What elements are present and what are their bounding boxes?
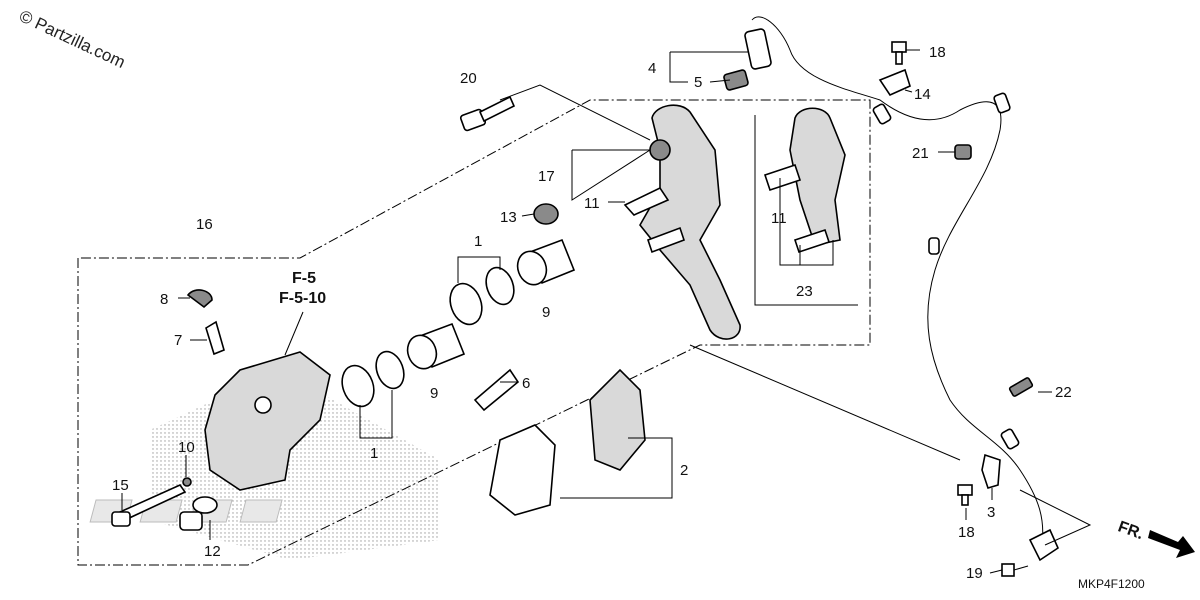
reference-line2: F-5-10 (279, 290, 326, 307)
caliper-bracket-part-17 (639, 104, 741, 340)
pad-spring-part-11-inset (763, 163, 802, 192)
callout-6: 6 (522, 375, 530, 392)
reference-line1: F-5 (292, 270, 316, 287)
bolt-part-18-top (891, 41, 907, 65)
abs-sensor-wire (751, 16, 1044, 546)
boot-part-13 (533, 203, 559, 225)
wire-grommet (993, 92, 1011, 114)
wire-connector-part (744, 28, 772, 70)
callout-10: 10 (178, 439, 195, 456)
bolt-part-19 (1001, 563, 1029, 577)
diagram-code: MKP4F1200 (1078, 577, 1145, 591)
callout-18: 18 (929, 44, 946, 61)
callout-1-lower: 1 (370, 445, 378, 462)
callout-9: 9 (542, 304, 550, 321)
direction-label: FR. (1116, 518, 1146, 543)
callout-2: 2 (680, 462, 688, 479)
pad-pin-head (111, 511, 131, 527)
abs-sensor-head (1028, 528, 1060, 562)
clamp-part-14 (878, 68, 911, 97)
pad-spring-part-11 (623, 186, 670, 216)
callout-5: 5 (694, 74, 702, 91)
callout-1: 1 (474, 233, 482, 250)
clip-part-21 (954, 144, 972, 160)
front-direction-arrow: FR. (1116, 518, 1195, 558)
piston-seal-outer-lower (341, 364, 375, 408)
callout-3: 3 (987, 504, 995, 521)
callout-12: 12 (204, 543, 221, 560)
callout-19: 19 (966, 565, 983, 582)
callout-11: 11 (584, 195, 600, 212)
bolt-part-18-bottom (957, 484, 973, 506)
callout-17: 17 (538, 168, 555, 185)
wire-grommet (928, 237, 940, 255)
callout-13: 13 (500, 209, 517, 226)
callout-11-inset: 11 (771, 210, 787, 227)
group-frame-bracket (754, 115, 858, 306)
callout-20: 20 (460, 70, 477, 87)
piston-seal-inner-lower (375, 350, 405, 390)
group-frame-caliper (77, 99, 871, 566)
piston-seal-outer (449, 282, 483, 326)
brake-pad-part-2-front (589, 368, 646, 471)
bracket-boot (649, 139, 671, 161)
pad-retainer-part-6 (473, 368, 520, 412)
piston-part-9-top (516, 238, 576, 286)
callout-18-lower: 18 (958, 524, 975, 541)
caliper-port (254, 396, 272, 414)
callout-21: 21 (912, 145, 929, 162)
callout-9-lower: 9 (430, 385, 438, 402)
piston-seal-inner (485, 266, 515, 306)
callout-14: 14 (914, 86, 931, 103)
leader-lines (121, 49, 1092, 574)
stay-part-3 (981, 453, 1001, 489)
o-ring-part-10 (182, 477, 192, 487)
watermark: © Partzilla.com (16, 6, 128, 72)
piston-part-9-bottom (406, 322, 466, 370)
caliper-body (204, 351, 331, 491)
bracket-pin-23 (793, 228, 831, 254)
bracket-slide-pin (646, 226, 686, 254)
wire-grommet (1000, 428, 1020, 450)
brake-pad-part-2-back (489, 424, 556, 516)
callout-15: 15 (112, 477, 129, 494)
callout-7: 7 (174, 332, 182, 349)
pin-plug-part-12 (179, 496, 218, 531)
bolt-part-20 (459, 95, 516, 132)
clip-part-22 (1008, 377, 1034, 397)
bleeder-cap-part-8 (186, 289, 213, 309)
bleeder-valve-part-7 (205, 320, 225, 356)
wire-grommet (872, 103, 892, 125)
callout-16: 16 (196, 216, 213, 233)
callout-4: 4 (648, 60, 656, 77)
callout-labels: 4 5 18 14 20 21 17 11 11 13 16 1 9 23 8 … (112, 44, 1072, 582)
callout-8: 8 (160, 291, 168, 308)
callout-23: 23 (796, 283, 813, 300)
grommet-part-5 (723, 69, 749, 91)
callout-22: 22 (1055, 384, 1072, 401)
